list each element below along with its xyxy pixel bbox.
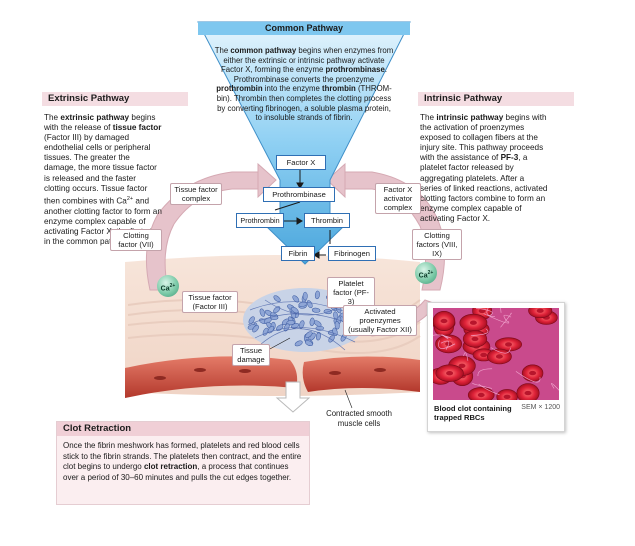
red-blood-cell-center [524,390,532,396]
extrinsic-header: Extrinsic Pathway [42,92,188,106]
fibrin-strand [515,371,541,383]
clot-retraction-header: Clot Retraction [57,422,309,436]
platelet [259,308,266,317]
rbc-micrograph [433,308,559,400]
prothrombin-block: Prothrombin [236,213,284,228]
platelet [305,331,313,338]
fibrin-strand [433,334,452,339]
platelet [302,291,308,301]
muscle-label: Contracted smooth muscle cells [326,409,392,428]
platelet [304,340,314,347]
platelet [291,306,299,314]
common-pathway-header [198,22,410,35]
platelet [311,307,321,313]
tissue-factor-iii-label: Tissue factor (Factor III) [182,291,238,313]
fibrin-strand [486,308,495,317]
intrinsic-header: Intrinsic Pathway [418,92,574,106]
platelet [314,290,320,300]
fibrin-strand [551,383,559,391]
clot-retraction-box: Clot Retraction Once the fibrin meshwork… [56,421,310,505]
fibrin-strand [463,352,469,361]
fibrin-strand [477,368,493,377]
platelet [252,325,259,333]
red-blood-cell-center [477,392,485,398]
fibrin-strand [441,334,449,340]
calcium-ion-left: Ca2+ [157,275,179,297]
activated-proenzymes-label: Activated proenzymes (usually Factor XII… [343,305,417,336]
thrombin-block: Thrombin [304,213,350,228]
extrinsic-description: The extrinsic pathway begins with the re… [44,113,162,246]
fibrin-strand [438,340,456,349]
red-blood-cell-center [480,352,488,358]
clotting-factors-viii-ix-label: Clotting factors (VIII, IX) [412,229,462,260]
red-blood-cell-center [503,394,511,399]
platelet [273,295,281,303]
calcium-ion-right: Ca2+ [415,262,437,284]
damage-leader [267,337,291,351]
fibrin-strand [475,308,493,317]
common-description: The common pathway begins when enzymes f… [214,46,394,123]
sem-photo-card: SEM × 1200 Blood clot containing trapped… [427,302,565,432]
red-blood-cell-center [471,336,479,342]
fibrin-strand [472,382,492,389]
red-blood-cell-center [495,354,503,359]
intrinsic-description: The intrinsic pathway begins with the ac… [420,113,548,223]
red-blood-cell-center [446,371,454,376]
red-blood-cell-center [505,342,512,347]
common-title: Common Pathway [264,23,343,33]
fibrin-strand [478,383,500,396]
photo-caption: Blood clot containing trapped RBCs [434,404,512,422]
fibrinogen-block: Fibrinogen [328,246,376,261]
red-blood-cell-center [469,320,477,325]
retraction-arrow [275,381,311,413]
clot-retraction-description: Once the fibrin meshwork has formed, pla… [63,441,302,482]
muscle-leader [344,389,353,409]
platelet [273,306,281,314]
prothrombinase-block: Prothrombinase [263,187,335,202]
red-blood-cell-center [478,308,486,314]
red-blood-cell-center [458,363,466,368]
platelet [334,320,340,330]
tissue-damage-label: Tissue damage [232,344,270,366]
platelet [248,316,255,325]
platelet [313,320,322,327]
platelet [294,340,303,347]
platelet [315,331,322,341]
platelet [299,320,305,329]
tissue-factor-complex-label: Tissue factor complex [170,183,222,205]
fibrin-strand [470,328,489,336]
fibrin-strand [490,347,511,354]
fibrin-strand [440,340,450,350]
fibrin-strand [500,312,512,328]
factor-x-block: Factor X [276,155,326,170]
red-blood-cell-center [536,308,544,313]
factor-x-activator-label: Factor X activator complex [375,183,421,214]
fibrin-strand [483,313,510,324]
platelet [328,334,335,343]
smooth-muscle-right [302,356,420,392]
muscle-nuclei [154,368,386,380]
sem-magnification: SEM × 1200 [521,404,560,411]
platelet-factor-label: Platelet factor (PF-3) [327,277,375,308]
smooth-muscle-left [125,356,298,398]
red-blood-cell-center [440,318,448,324]
fibrin-strand [500,308,502,313]
platelet [332,327,338,336]
red-blood-cell-center [529,370,537,376]
common-pathway-funnel [197,21,411,265]
fibrin-block: Fibrin [281,246,315,261]
clotting-factor-vii-label: Clotting factor (VII) [110,229,162,251]
